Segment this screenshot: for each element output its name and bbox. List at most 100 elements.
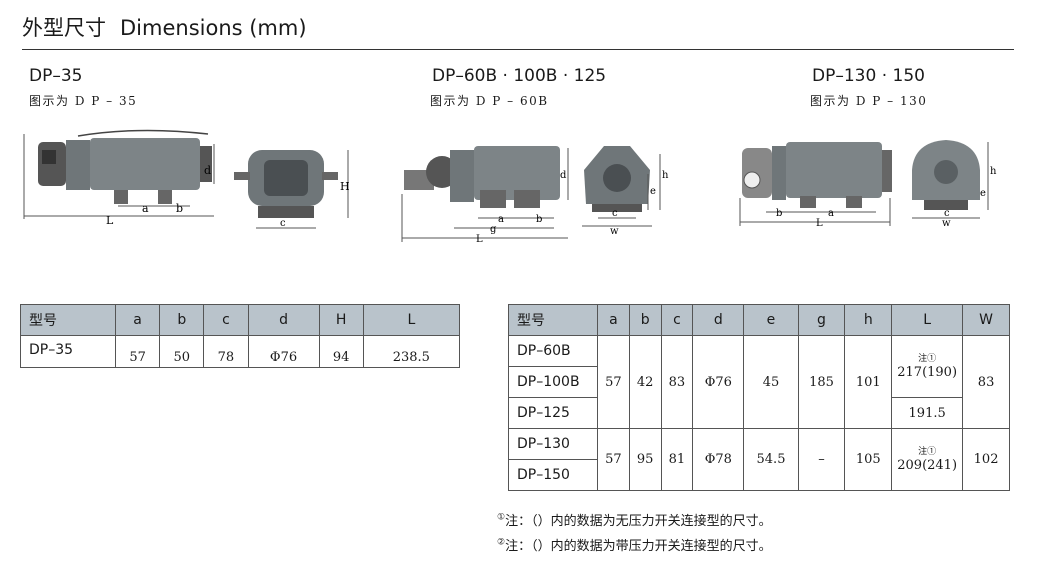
col-header-c: c (660, 304, 694, 336)
cell-d: Φ76 (692, 335, 745, 429)
note-2-text: 注：（）内的数据为带压力开关连接型的尺寸。 (505, 539, 772, 554)
drawing-2-model: DP–60B · 100B · 125 (432, 66, 607, 86)
dim-b2: b (536, 214, 542, 225)
drawing-1-caption: 图示为 D P – 35 (29, 94, 138, 108)
note-marker: 注① (918, 353, 937, 364)
cell-a: 57 (597, 428, 630, 491)
cell-H: 94 (318, 335, 364, 368)
title-rule (22, 49, 1014, 50)
pump-side-view-1: d a b L (23, 129, 215, 227)
title-cn: 外型尺寸 (22, 16, 106, 40)
drawing-2-svg: d a b g L h e c w (401, 146, 669, 244)
col-header-model: 型号 (508, 304, 598, 336)
dim-L: L (106, 214, 114, 227)
cell-model: DP–100B (508, 366, 598, 398)
col-header-a: a (114, 304, 161, 336)
cell-c: 78 (203, 335, 249, 368)
dim-d2: d (560, 170, 567, 181)
dim-e2: e (650, 186, 656, 197)
drawing-2-caption: 图示为 D P – 60B (430, 94, 549, 108)
note-marker: 注① (918, 446, 937, 457)
cell-d: Φ76 (247, 335, 320, 368)
cell-L-value: 217(190) (897, 364, 958, 380)
dim-b3: b (776, 208, 782, 219)
pump-side-view-2: d a b g L (401, 146, 569, 244)
cell-h: 101 (844, 335, 893, 429)
spec-table-dp35: 型号 a b c d H L DP–35 57 50 78 Φ76 94 238… (20, 304, 461, 368)
dim-a2: a (498, 214, 504, 225)
table-header-row: 型号 a b c d e g h L W (508, 304, 1010, 336)
note-1: ①注：（）内的数据为无压力开关连接型的尺寸。 (497, 510, 772, 529)
cell-g: 185 (797, 335, 846, 429)
dim-w3: w (942, 218, 951, 229)
col-header-b: b (628, 304, 662, 336)
dim-d: d (204, 164, 211, 177)
spec-table-dp60-130: 型号 a b c d e g h L W DP–60B 57 42 83 Φ76… (508, 304, 1010, 491)
table-header-row: 型号 a b c d H L (20, 304, 461, 336)
dim-a3: a (828, 208, 834, 219)
pump-front-view-2: h e c w (582, 146, 669, 237)
cell-d: Φ78 (692, 428, 745, 491)
col-header-h: h (844, 304, 893, 336)
cell-b: 50 (159, 335, 205, 368)
col-header-model: 型号 (20, 304, 116, 336)
table-row: DP–130 57 95 81 Φ78 54.5 – 105 注① 209(24… (508, 428, 1010, 491)
dim-H: H (340, 180, 350, 193)
cell-W: 102 (962, 428, 1010, 491)
col-header-d: d (692, 304, 745, 336)
cell-b: 42 (628, 335, 662, 429)
pump-front-view-1: H c (234, 150, 350, 229)
cell-model: DP–150 (508, 459, 598, 491)
dim-L2: L (476, 234, 483, 244)
cell-model: DP–130 (508, 428, 598, 460)
col-header-b: b (159, 304, 205, 336)
note-2: ②注：（）内的数据为带压力开关连接型的尺寸。 (497, 535, 772, 554)
cell-model: DP–60B (508, 335, 598, 367)
cell-e: 45 (743, 335, 799, 429)
dim-h2: h (662, 170, 669, 181)
dim-c3: c (944, 208, 950, 219)
col-header-H: H (318, 304, 364, 336)
cell-L-value: 209(241) (897, 457, 958, 473)
dim-e3: e (980, 188, 986, 199)
cell-b: 95 (628, 428, 662, 491)
dim-h3: h (990, 166, 997, 177)
col-header-a: a (597, 304, 630, 336)
cell-g: – (797, 428, 846, 491)
cell-model: DP–35 (20, 335, 116, 368)
col-header-L: L (362, 304, 461, 336)
dim-b: b (176, 202, 183, 215)
col-header-g: g (797, 304, 846, 336)
col-header-L: L (891, 304, 964, 336)
cell-model: DP–125 (508, 397, 598, 429)
dim-a: a (142, 202, 149, 215)
cell-W: 83 (962, 335, 1010, 429)
drawing-1-model: DP–35 (29, 66, 83, 86)
drawing-1-svg: d a b L H c (23, 129, 350, 229)
dim-w2: w (610, 226, 619, 237)
cell-L-top: 注① 217(190) (891, 335, 964, 398)
dim-g2: g (490, 224, 497, 235)
dim-c2: c (612, 208, 618, 219)
drawing-3-model: DP–130 · 150 (812, 66, 925, 86)
cell-c: 81 (660, 428, 694, 491)
title-en: Dimensions (mm) (120, 16, 307, 40)
drawing-3-svg: b a L h e c w (739, 140, 997, 229)
table-row: DP–150 (508, 459, 1010, 491)
col-header-e: e (743, 304, 799, 336)
cell-L: 注① 209(241) (891, 428, 964, 491)
cell-L-bottom: 191.5 (891, 397, 964, 429)
cell-a: 57 (114, 335, 161, 368)
table-row: DP–35 57 50 78 Φ76 94 238.5 (20, 335, 461, 368)
page-title: 外型尺寸 Dimensions (mm) (22, 12, 307, 42)
col-header-W: W (962, 304, 1010, 336)
dim-L3: L (816, 218, 823, 229)
note-2-mark: ② (497, 537, 506, 548)
cell-c: 83 (660, 335, 694, 429)
note-1-text: 注：（）内的数据为无压力开关连接型的尺寸。 (505, 514, 772, 529)
table-row: DP–125 191.5 (508, 397, 1010, 429)
col-header-c: c (203, 304, 249, 336)
cell-a: 57 (597, 335, 630, 429)
dim-c: c (280, 218, 286, 229)
cell-h: 105 (844, 428, 893, 491)
